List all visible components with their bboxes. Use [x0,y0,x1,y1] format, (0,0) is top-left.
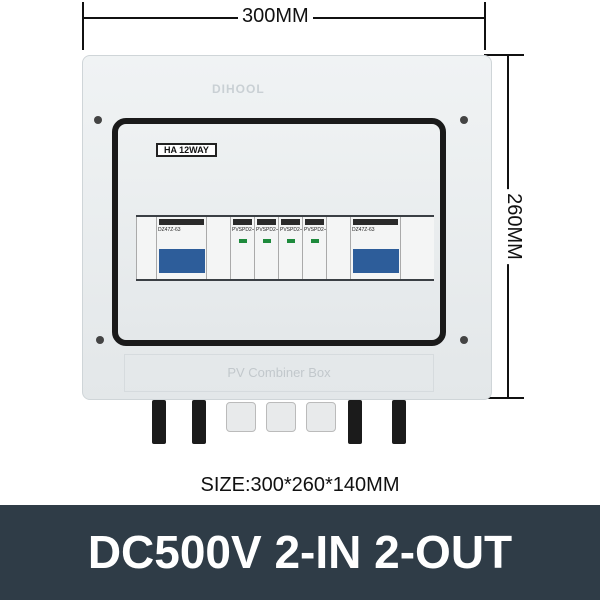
spec-banner: DC500V 2-IN 2-OUT [0,505,600,600]
blank-module [206,217,230,279]
breaker-handle [353,249,399,273]
blank-module [326,217,350,279]
spd-model: PVSPD2-40 [256,227,283,233]
width-dimension-tick-left [82,2,84,50]
screw-icon [460,116,468,124]
mc4-connector [192,400,206,444]
height-label: 260MM [501,189,525,264]
height-dimension-tick-top [484,54,524,56]
blank-module [136,217,156,279]
width-label: 300MM [238,5,313,28]
spd-model: PVSPD2-40 [232,227,259,233]
spd-model: PVSPD2-40 [304,227,331,233]
cable-gland [226,402,256,432]
dc-breaker: DZ47Z-63 [156,217,206,279]
width-dimension-tick-right [484,2,486,50]
breaker-model: DZ47Z-63 [352,227,375,233]
mc4-connector [348,400,362,444]
panel-text: PV Combiner Box [124,354,434,392]
dc-breaker: DZ47Z-63 [350,217,400,279]
cable-gland [266,402,296,432]
mc4-connector [392,400,406,444]
height-dimension-tick-bottom [484,397,524,399]
surge-protector: PVSPD2-40 [254,217,283,279]
surge-protector: PVSPD2-40 [278,217,307,279]
inner-label: HA 12WAY [156,143,217,157]
breaker-handle [159,249,205,273]
din-rail-modules: DZ47Z-63 PVSPD2-40 PVSPD2-40 PVSPD2-40 P… [136,215,434,281]
breaker-model: DZ47Z-63 [158,227,181,233]
screw-icon [94,116,102,124]
screw-icon [460,336,468,344]
brand-logo: DIHOOL [212,82,265,96]
blank-module [400,217,434,279]
surge-protector: PVSPD2-40 [302,217,331,279]
spd-model: PVSPD2-40 [280,227,307,233]
size-label: SIZE:300*260*140MM [200,474,400,496]
cable-gland [306,402,336,432]
surge-protector: PVSPD2-40 [230,217,259,279]
mc4-connector [152,400,166,444]
screw-icon [96,336,104,344]
